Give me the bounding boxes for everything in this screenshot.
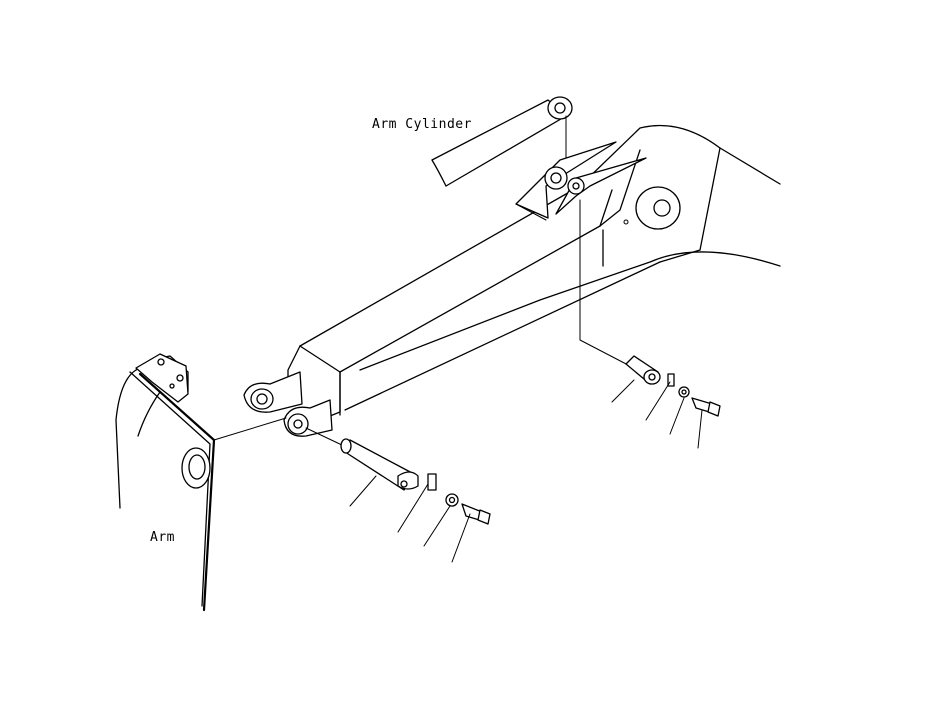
- arm-cylinder: [431, 96, 573, 187]
- arm-part: [115, 353, 216, 612]
- label-arm: Arm: [150, 530, 175, 545]
- boom-body: [287, 124, 781, 421]
- arm-front-lugs: [243, 371, 333, 437]
- cylinder-bracket: [515, 141, 647, 221]
- label-arm-cylinder: Arm Cylinder: [372, 117, 472, 132]
- upper-pin-assembly: [579, 199, 721, 449]
- lower-pin-assembly: [213, 417, 491, 563]
